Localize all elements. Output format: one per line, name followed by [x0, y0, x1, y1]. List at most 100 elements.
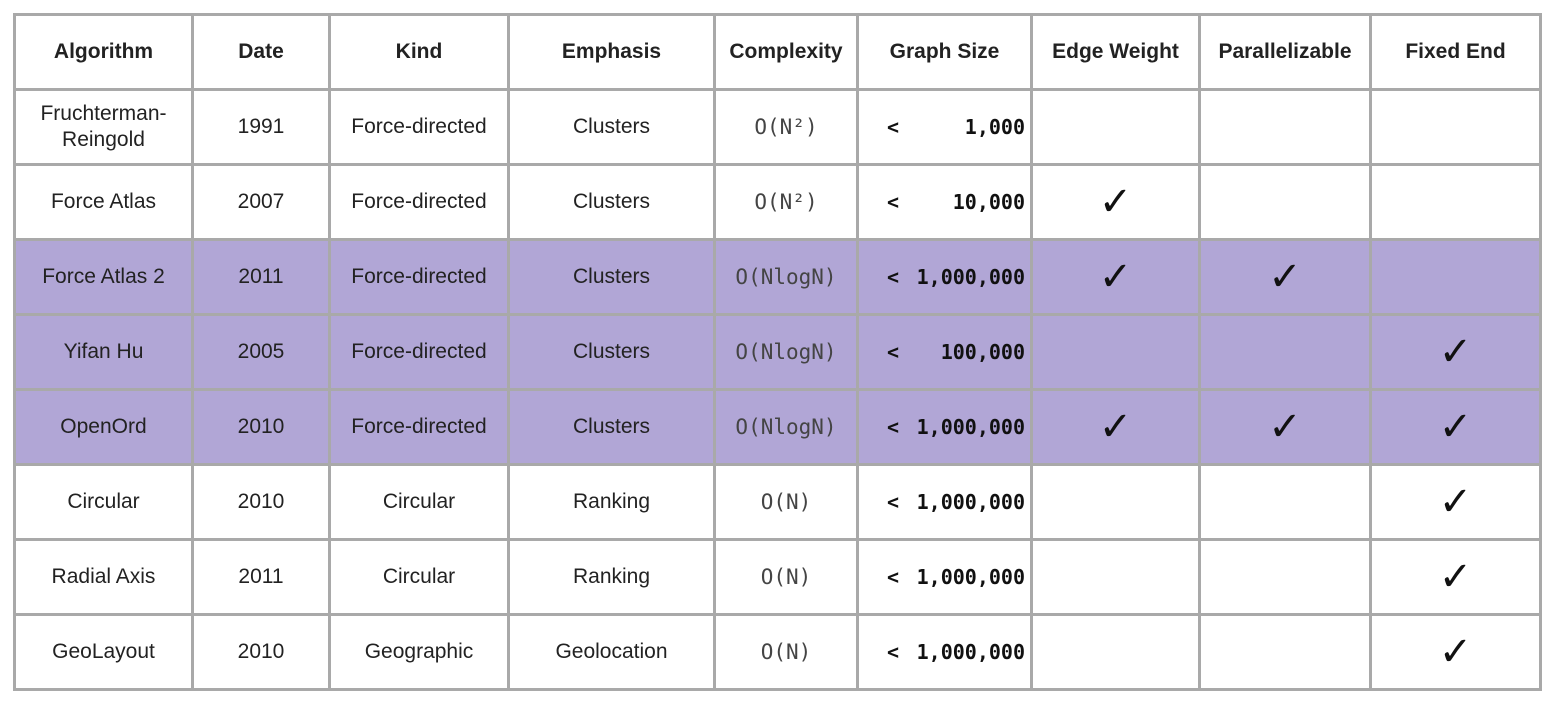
cell-date: 2010: [191, 463, 331, 541]
cell-kind: Force-directed: [328, 163, 510, 241]
cell-date: 2007: [191, 163, 331, 241]
graph-size-prefix: <: [887, 115, 900, 139]
header-algorithm: Algorithm: [13, 13, 194, 91]
cell-edge-weight: ✓: [1030, 163, 1201, 241]
cell-parallelizable: [1198, 313, 1372, 391]
graph-size-number: 100,000: [940, 340, 1025, 364]
cell-parallelizable: ✓: [1198, 388, 1372, 466]
cell-complexity: O(N): [713, 463, 859, 541]
cell-edge-weight: [1030, 538, 1201, 616]
cell-algorithm: Circular: [13, 463, 194, 541]
graph-size-value: <1,000,000: [861, 264, 1029, 290]
graph-size-value: <1,000,000: [861, 414, 1029, 440]
header-emphasis: Emphasis: [507, 13, 716, 91]
cell-edge-weight: ✓: [1030, 238, 1201, 316]
cell-edge-weight: [1030, 463, 1201, 541]
cell-kind: Circular: [328, 463, 510, 541]
cell-emphasis: Ranking: [507, 463, 716, 541]
graph-size-number: 1,000,000: [916, 415, 1025, 439]
cell-parallelizable: [1198, 163, 1372, 241]
cell-date: 1991: [191, 88, 331, 166]
header-date: Date: [191, 13, 331, 91]
checkmark-icon: ✓: [1098, 179, 1133, 225]
cell-complexity: O(NlogN): [713, 388, 859, 466]
cell-complexity: O(NlogN): [713, 313, 859, 391]
cell-date: 2005: [191, 313, 331, 391]
graph-size-value: <1,000: [861, 114, 1029, 140]
cell-fixed-end: [1369, 88, 1542, 166]
cell-date: 2011: [191, 238, 331, 316]
header-row: Algorithm Date Kind Emphasis Complexity …: [13, 13, 1542, 91]
graph-size-number: 10,000: [952, 190, 1025, 214]
cell-emphasis: Clusters: [507, 88, 716, 166]
cell-complexity: O(N²): [713, 163, 859, 241]
cell-parallelizable: [1198, 538, 1372, 616]
header-parallelizable: Parallelizable: [1198, 13, 1372, 91]
cell-graph-size: <1,000,000: [856, 388, 1033, 466]
graph-size-value: <1,000,000: [861, 639, 1029, 665]
cell-complexity: O(N): [713, 613, 859, 691]
cell-fixed-end: ✓: [1369, 313, 1542, 391]
cell-emphasis: Ranking: [507, 538, 716, 616]
layout-algorithms-table: Algorithm Date Kind Emphasis Complexity …: [13, 13, 1542, 691]
graph-size-prefix: <: [887, 190, 900, 214]
cell-complexity: O(NlogN): [713, 238, 859, 316]
cell-fixed-end: ✓: [1369, 538, 1542, 616]
cell-graph-size: <100,000: [856, 313, 1033, 391]
cell-algorithm: Radial Axis: [13, 538, 194, 616]
checkmark-icon: ✓: [1438, 629, 1473, 675]
graph-size-number: 1,000,000: [916, 265, 1025, 289]
header-kind: Kind: [328, 13, 510, 91]
cell-algorithm: Force Atlas: [13, 163, 194, 241]
graph-size-prefix: <: [887, 265, 900, 289]
graph-size-prefix: <: [887, 340, 900, 364]
cell-kind: Force-directed: [328, 388, 510, 466]
cell-date: 2011: [191, 538, 331, 616]
cell-fixed-end: [1369, 163, 1542, 241]
cell-complexity: O(N): [713, 538, 859, 616]
header-graph-size: Graph Size: [856, 13, 1033, 91]
checkmark-icon: ✓: [1438, 554, 1473, 600]
cell-fixed-end: [1369, 238, 1542, 316]
cell-graph-size: <1,000,000: [856, 238, 1033, 316]
cell-algorithm: Fruchterman-Reingold: [13, 88, 194, 166]
graph-size-prefix: <: [887, 415, 900, 439]
cell-parallelizable: ✓: [1198, 238, 1372, 316]
graph-size-number: 1,000: [964, 115, 1025, 139]
cell-edge-weight: [1030, 613, 1201, 691]
cell-complexity: O(N²): [713, 88, 859, 166]
cell-graph-size: <1,000: [856, 88, 1033, 166]
checkmark-icon: ✓: [1438, 404, 1473, 450]
checkmark-icon: ✓: [1098, 404, 1133, 450]
cell-algorithm: GeoLayout: [13, 613, 194, 691]
cell-date: 2010: [191, 388, 331, 466]
cell-graph-size: <1,000,000: [856, 538, 1033, 616]
cell-kind: Geographic: [328, 613, 510, 691]
cell-edge-weight: ✓: [1030, 388, 1201, 466]
cell-kind: Force-directed: [328, 313, 510, 391]
cell-algorithm: Yifan Hu: [13, 313, 194, 391]
cell-parallelizable: [1198, 613, 1372, 691]
checkmark-icon: ✓: [1268, 404, 1302, 450]
cell-graph-size: <1,000,000: [856, 463, 1033, 541]
header-complexity: Complexity: [713, 13, 859, 91]
cell-graph-size: <10,000: [856, 163, 1033, 241]
cell-emphasis: Clusters: [507, 163, 716, 241]
graph-size-value: <100,000: [861, 339, 1029, 365]
graph-size-number: 1,000,000: [916, 640, 1025, 664]
cell-fixed-end: ✓: [1369, 388, 1542, 466]
graph-size-prefix: <: [887, 640, 900, 664]
graph-size-prefix: <: [887, 490, 900, 514]
cell-kind: Force-directed: [328, 238, 510, 316]
cell-kind: Force-directed: [328, 88, 510, 166]
graph-size-value: <10,000: [861, 189, 1029, 215]
cell-emphasis: Geolocation: [507, 613, 716, 691]
header-edge-weight: Edge Weight: [1030, 13, 1201, 91]
cell-parallelizable: [1198, 88, 1372, 166]
